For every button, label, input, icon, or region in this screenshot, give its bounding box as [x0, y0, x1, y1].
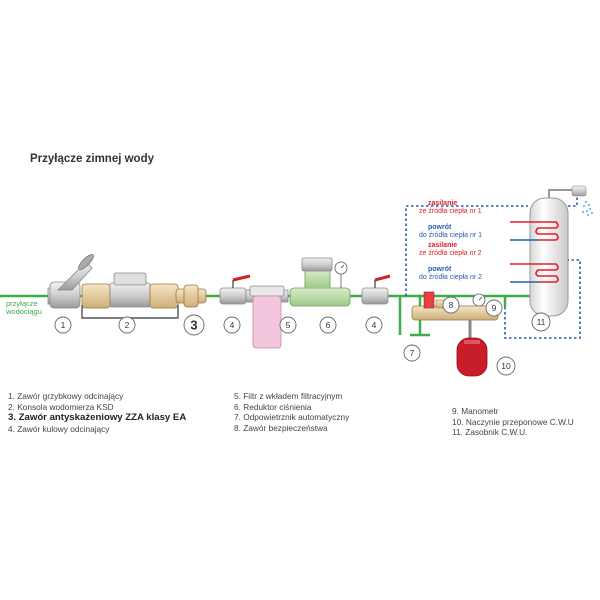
heating-coil-1	[510, 221, 559, 241]
legend-item: 11. Zasobnik C.W.U.	[452, 427, 528, 438]
legend-item: 10. Naczynie przeponowe C.W.U	[452, 416, 574, 427]
number-marker-4: 4	[365, 316, 383, 334]
legend-column-1: 1. Zawór grzybkowy odcinający 2. Konsola…	[8, 391, 186, 435]
svg-text:11: 11	[537, 317, 546, 327]
safety-group	[411, 291, 499, 340]
page-title: Przyłącze zimnej wody	[30, 153, 154, 165]
legend-item: 2. Konsola wodomierza KSD	[8, 401, 114, 412]
number-marker-4: 4	[223, 316, 241, 334]
svg-text:1: 1	[61, 320, 66, 330]
legend-item: 1. Zawór grzybkowy odcinający	[8, 391, 124, 401]
boiler-label-title: powrót	[428, 224, 452, 231]
number-marker-3: 3	[183, 314, 205, 336]
water-tank	[529, 185, 587, 317]
number-marker-8: 8	[442, 296, 460, 314]
legend-item: 7. Odpowietrznik automatyczny	[234, 412, 350, 423]
svg-text:2: 2	[125, 320, 130, 330]
globe-valve	[47, 254, 94, 309]
ball-valve-2	[361, 274, 391, 305]
inlet-label: przyłącze wodociągu	[5, 299, 42, 316]
legend-item: 8. Zawór bezpieczeństwa	[234, 422, 328, 433]
svg-text:5: 5	[286, 320, 291, 330]
ball-valve-1	[219, 274, 251, 305]
legend-column-2: 5. Filtr z wkładem filtracyjnym 6. Reduk…	[234, 391, 349, 433]
water-spray	[582, 201, 593, 216]
legend-item: 4. Zawór kulowy odcinający	[8, 424, 110, 435]
hot-water-lines	[405, 196, 581, 339]
number-marker-2: 2	[118, 316, 136, 334]
svg-text:4: 4	[372, 320, 377, 330]
svg-text:7: 7	[410, 348, 415, 358]
number-marker-7: 7	[403, 344, 421, 362]
number-marker-10: 10	[496, 356, 516, 376]
svg-text:9: 9	[492, 303, 497, 313]
svg-text:6: 6	[326, 320, 331, 330]
legend-item: 6. Reduktor ciśnienia	[234, 401, 312, 412]
boiler-label-title: powrót	[428, 266, 452, 273]
number-marker-11: 11	[531, 312, 551, 332]
svg-text:8: 8	[449, 300, 454, 310]
boiler-label-title: zasilanie	[428, 242, 457, 249]
svg-text:4: 4	[230, 320, 235, 330]
number-marker-1: 1	[54, 316, 72, 334]
boiler-label-subtitle: ze źródła ciepła nr 1	[419, 208, 482, 215]
backflow-valve	[175, 284, 207, 308]
heating-coil-2	[510, 263, 559, 283]
legend-item: 9. Manometr	[452, 406, 499, 416]
number-marker-6: 6	[319, 316, 337, 334]
svg-text:10: 10	[501, 361, 511, 371]
boiler-label-title: zasilanie	[428, 200, 457, 207]
filter	[245, 285, 289, 349]
number-marker-5: 5	[279, 316, 297, 334]
legend-item-highlight: 3. Zawór antyskażeniowy ZZA klasy EA	[8, 412, 187, 424]
number-markers: 1 2 3 4 5 6 4 7 8 9 10 11	[54, 296, 551, 376]
pressure-reducer	[289, 257, 351, 307]
water-meter-console	[81, 272, 179, 319]
legend-item: 5. Filtr z wkładem filtracyjnym	[234, 391, 343, 401]
legend-column-3: 9. Manometr 10. Naczynie przeponowe C.W.…	[452, 406, 574, 438]
boiler-label-subtitle: do źródła ciepła nr 2	[419, 274, 482, 281]
boiler-label-subtitle: do źródła ciepła nr 1	[419, 232, 482, 239]
boiler-label-subtitle: ze źródła ciepła nr 2	[419, 250, 482, 257]
number-marker-9: 9	[485, 299, 503, 317]
expansion-vessel	[456, 337, 488, 377]
svg-text:3: 3	[190, 318, 197, 333]
